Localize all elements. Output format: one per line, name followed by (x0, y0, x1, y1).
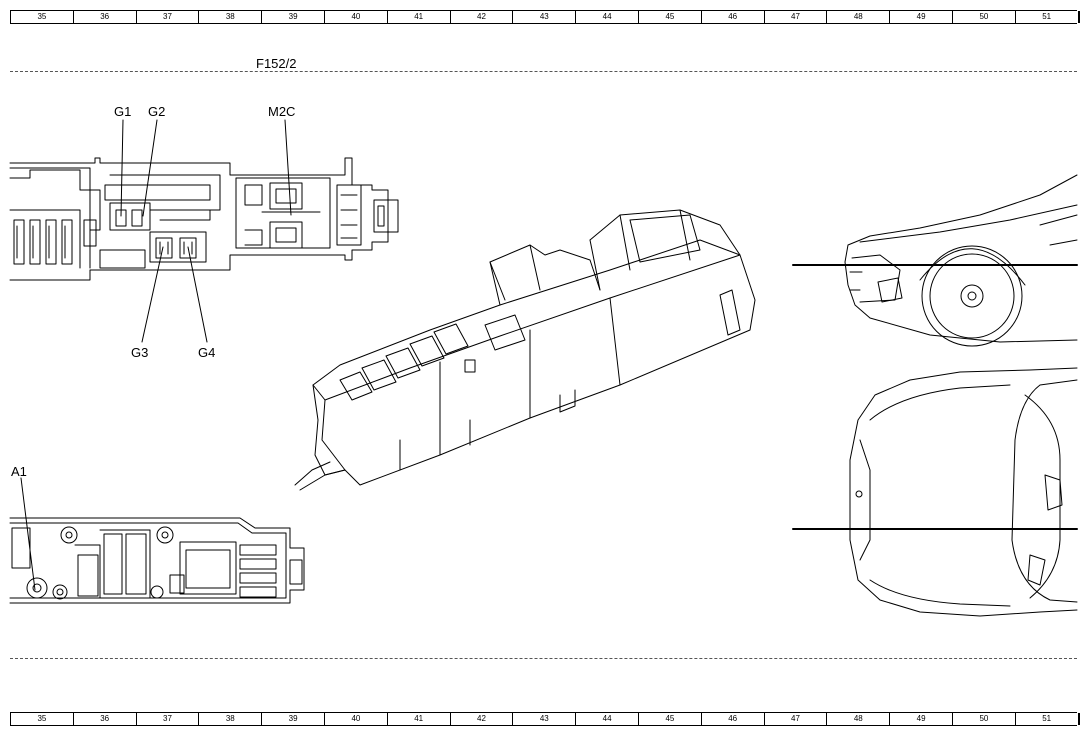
ruler-cell: 46 (700, 713, 764, 725)
ruler-cell: 50 (952, 11, 1015, 23)
ruler-cell: 38 (198, 713, 261, 725)
ruler-cell: 39 (261, 11, 324, 23)
ruler-cell: 46 (700, 11, 764, 23)
ruler-cell: 36 (72, 713, 136, 725)
ruler-cell: 43 (512, 713, 575, 725)
callout-g4: G4 (198, 345, 215, 360)
ruler-cell: 35 (10, 713, 73, 725)
fuse-box-side-view (9, 517, 305, 604)
ruler-cell: 47 (763, 11, 827, 23)
ruler-cell: 49 (889, 11, 952, 23)
ruler-cell: 42 (449, 713, 513, 725)
ruler-cell (1077, 11, 1080, 23)
ruler-cell: 47 (763, 713, 827, 725)
ruler-cell: 35 (10, 11, 73, 23)
section-boundary-top (10, 71, 1077, 72)
ruler-cell: 43 (512, 11, 575, 23)
ruler-cell: 48 (826, 713, 889, 725)
ruler-cell: 44 (575, 11, 638, 23)
fuse-box-isometric (294, 209, 756, 491)
ruler-cell: 49 (889, 713, 952, 725)
callout-leaders (20, 119, 292, 591)
vehicle-side-view (792, 174, 1078, 347)
ruler-cell: 45 (638, 11, 701, 23)
ruler-cell: 48 (826, 11, 889, 23)
ruler-cell: 38 (198, 11, 261, 23)
ruler-cell: 40 (324, 11, 387, 23)
callout-a1: A1 (11, 464, 27, 479)
ruler-cell: 51 (1014, 11, 1078, 23)
callout-g2: G2 (148, 104, 165, 119)
ruler-cell: 37 (135, 11, 199, 23)
ruler-cell (1077, 713, 1080, 725)
ruler-cell: 50 (952, 713, 1015, 725)
ruler-cell: 42 (449, 11, 513, 23)
component-title: F152/2 (256, 56, 297, 71)
ruler-cell: 51 (1014, 713, 1078, 725)
ruler-cell: 41 (386, 713, 450, 725)
fuse-box-top-view (9, 157, 399, 281)
ruler-cell: 45 (638, 713, 701, 725)
callout-g3: G3 (131, 345, 148, 360)
ruler-cell: 44 (575, 713, 638, 725)
callout-m2c: M2C (268, 104, 295, 119)
section-boundary-bottom (10, 658, 1077, 659)
ruler-cell: 36 (72, 11, 136, 23)
ruler-cell: 40 (324, 713, 387, 725)
ruler-cell: 37 (135, 713, 199, 725)
vehicle-top-view (792, 367, 1078, 617)
callout-g1: G1 (114, 104, 131, 119)
ruler-cell: 39 (261, 713, 324, 725)
ruler-cell: 41 (386, 11, 450, 23)
